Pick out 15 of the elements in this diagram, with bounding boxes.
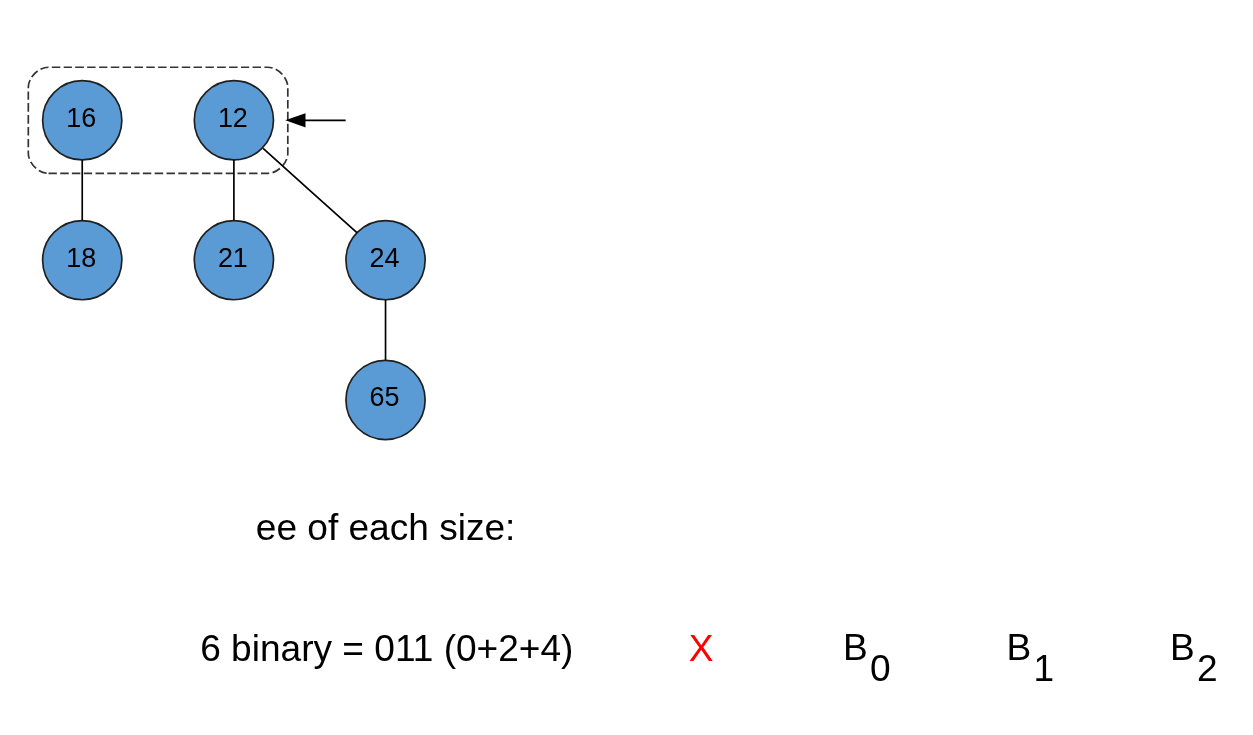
connector (384, 298, 387, 361)
label: X (688, 626, 714, 669)
node-circle: 24 (345, 219, 426, 301)
connector (233, 158, 235, 221)
node-circle: 21 (193, 219, 275, 301)
arrow (285, 112, 347, 127)
connector (262, 146, 358, 234)
cluster (27, 65, 289, 174)
node-circle: 12 (193, 79, 275, 161)
node-circle: 16 (41, 79, 123, 161)
node-circle: 65 (345, 359, 426, 440)
connector (81, 158, 84, 221)
node-circle: 18 (41, 219, 123, 301)
label: ee of each size: (255, 505, 516, 548)
label: 6 binary = 011 (0+2+4) (200, 626, 574, 669)
